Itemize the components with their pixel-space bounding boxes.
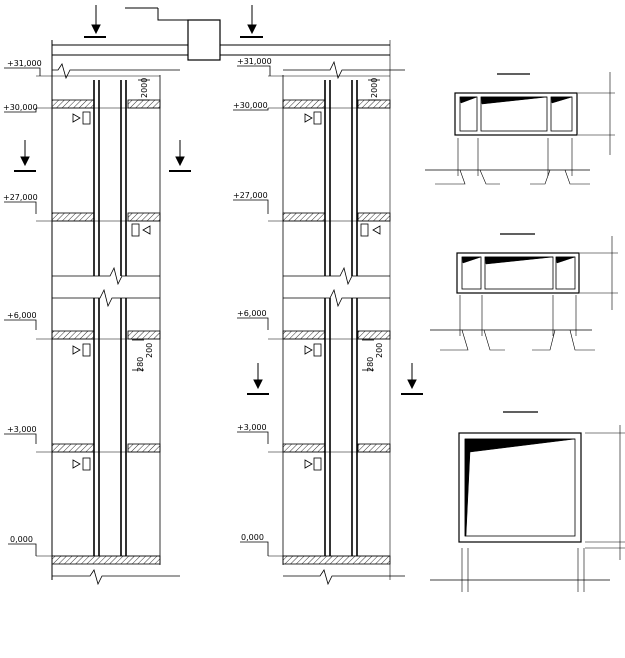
elev-right-27000: +27,000 [233, 191, 268, 200]
valve-icon [304, 343, 322, 357]
elev-right-6000: +6,000 [237, 309, 267, 318]
dim-left-mid-a: 280 [136, 357, 145, 372]
valve-icon [72, 343, 91, 357]
elev-right-31000: +31,000 [237, 57, 272, 66]
elev-left-3000: +3,000 [7, 425, 37, 434]
detail-section-1 [425, 72, 615, 185]
valve-icon [131, 223, 151, 237]
elev-left-31000: +31,000 [7, 59, 42, 68]
valve-icon [304, 457, 322, 471]
section-arrow-low-right-b [401, 363, 423, 395]
elev-left-0000: 0,000 [10, 535, 33, 544]
section-arrow-low-right-a [247, 363, 269, 395]
valve-icon [360, 223, 381, 237]
valve-icon [304, 111, 322, 125]
elev-right-3000: +3,000 [237, 423, 267, 432]
right-section [268, 60, 405, 586]
elev-right-30000: +30,000 [233, 101, 268, 110]
section-arrow-top-left [84, 5, 106, 38]
left-section [36, 40, 391, 586]
elev-right-0000: 0,000 [241, 533, 264, 542]
dim-left-top: 2000 [140, 78, 149, 98]
section-arrow-mid-left-a [14, 140, 36, 172]
detail-section-2 [430, 233, 618, 351]
dim-left-mid-b: 200 [145, 343, 154, 358]
elevation-markers-right [233, 65, 271, 556]
valve-icon [72, 111, 91, 125]
detail-section-3 [430, 411, 625, 592]
elev-left-6000: +6,000 [7, 311, 37, 320]
elev-left-30000: +30,000 [3, 103, 38, 112]
dim-right-mid-b: 200 [375, 343, 384, 358]
valve-icon [72, 457, 91, 471]
duct-fitting-box [187, 19, 221, 61]
top-duct [52, 7, 390, 61]
section-arrow-top-right [240, 5, 263, 38]
elev-left-27000: +27,000 [3, 193, 38, 202]
dim-right-mid-a: 280 [366, 357, 375, 372]
dim-right-top: 2000 [370, 78, 379, 98]
elevation-markers-left [4, 67, 41, 556]
section-arrow-mid-left-b [169, 140, 191, 172]
